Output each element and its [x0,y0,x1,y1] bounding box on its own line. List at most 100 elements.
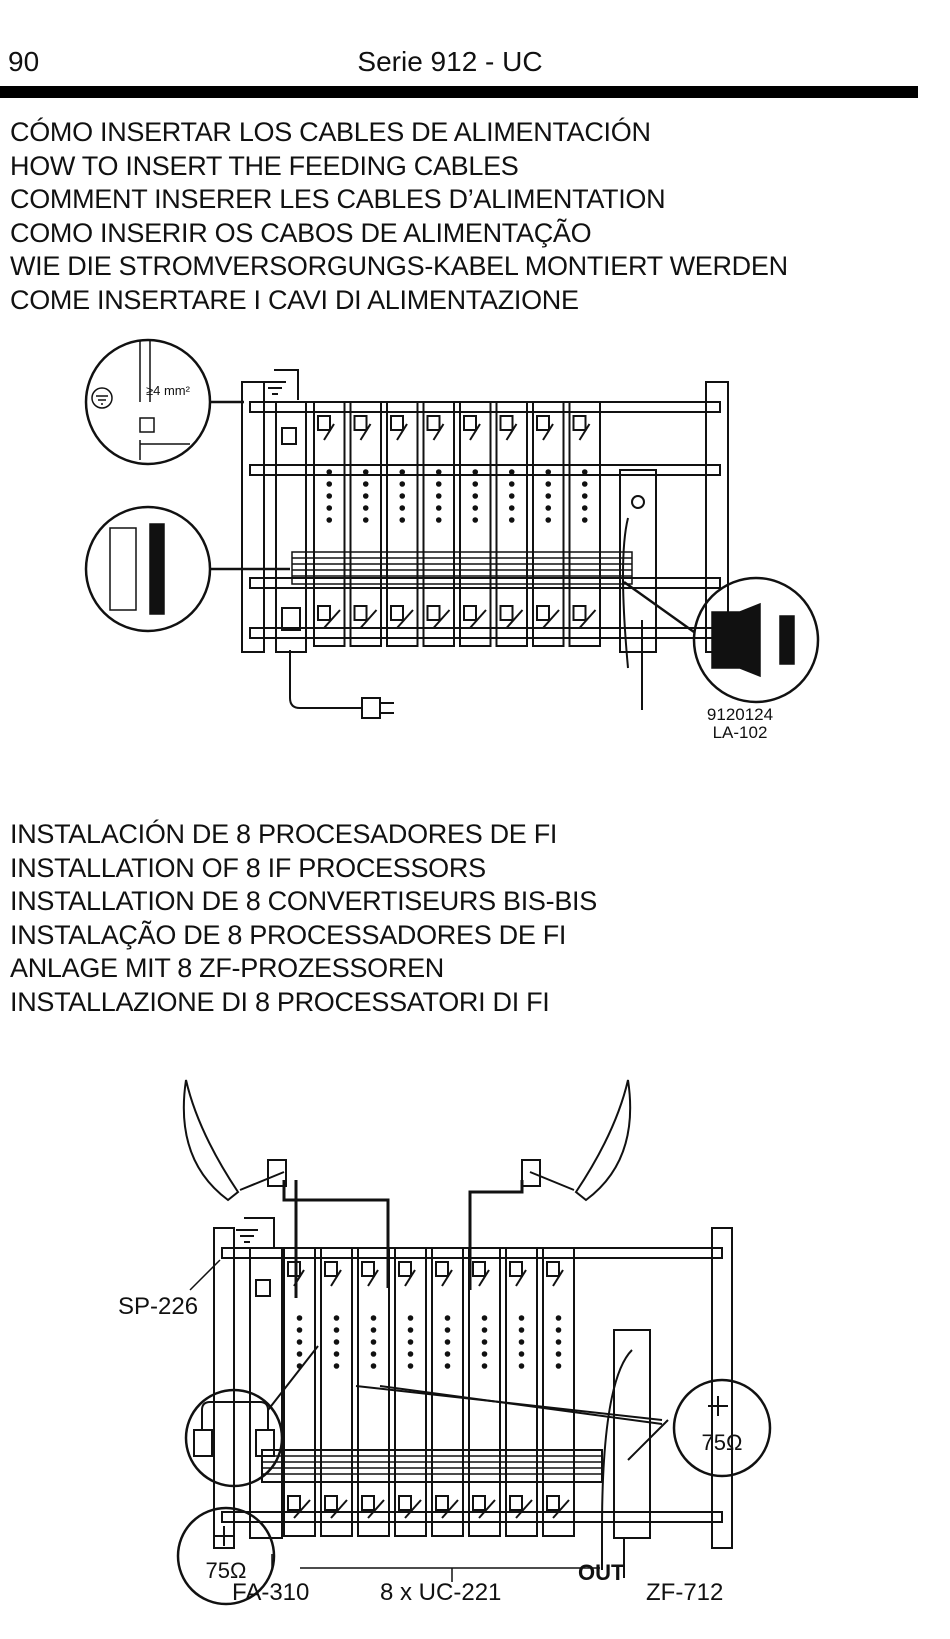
module-led [555,1327,562,1333]
module-jumper [323,423,335,441]
module-jumper [396,423,408,441]
module-jumper [578,609,597,629]
module-connector [361,1495,375,1511]
ground-label: ≥4 mm² [146,383,191,398]
module-outline [422,401,455,647]
module-connector [426,605,441,621]
module-led [333,1339,340,1345]
series-title: Serie 912 - UC [357,46,543,77]
module-jumper [367,1499,385,1519]
module-connector [287,1495,301,1511]
module-led [435,469,442,475]
heading-en: HOW TO INSERT THE FEEDING CABLES [10,150,519,181]
module-jumper [515,1269,527,1287]
module-jumper [542,423,554,441]
module-led [581,493,588,499]
module-led [407,1339,414,1345]
module-jumper [323,609,341,629]
module-jumper [432,609,451,629]
module-led [472,517,479,523]
module-connector [499,415,514,431]
module-led [581,505,588,511]
module-led [399,481,406,487]
module-connector [426,415,441,431]
part-code: 9120124 [707,705,773,724]
module-connector [435,1261,449,1277]
module-led [481,1363,488,1369]
module-outline [357,1247,390,1537]
module-led [472,505,479,511]
module-jumper [478,1269,490,1287]
module-jumper [330,1499,348,1519]
module-connector [546,1261,560,1277]
module-led [333,1351,340,1357]
module-led [399,493,406,499]
module-led [444,1351,451,1357]
module-led [545,517,552,523]
module-jumper [505,423,518,441]
sp-226-label: SP-226 [118,1293,198,1320]
module-led [296,1339,303,1345]
module-outline [394,1247,427,1537]
module-led [370,1351,377,1357]
module-led [362,469,369,475]
module-led [472,469,479,475]
module-jumper [432,423,445,441]
module-led [545,505,552,511]
module-outline [505,1247,538,1537]
fa-310-label: FA-310 [232,1579,309,1606]
module-connector [353,605,368,621]
module-led [296,1327,303,1333]
module-led [518,1327,525,1333]
module-led [326,493,333,499]
module-led [296,1315,303,1321]
module-led [508,481,515,487]
module-led [370,1339,377,1345]
module-led [444,1315,451,1321]
module-led [435,505,442,511]
module-outline [468,1247,501,1537]
module-led [518,1315,525,1321]
module-led [399,505,406,511]
module-led [326,469,333,475]
heading-pt: INSTALAÇÃO DE 8 PROCESSADORES DE FI [10,919,567,950]
module-connector [572,415,587,431]
module-led [333,1363,340,1369]
module-jumper [293,1499,311,1519]
module-led [333,1327,340,1333]
module-led [370,1315,377,1321]
module-outline [532,401,565,647]
module-outline [495,401,528,647]
out-label: OUT [578,1560,625,1585]
module-outline [431,1247,464,1537]
module-jumper [404,1269,416,1287]
heading-de: WIE DIE STROMVERSORGUNGS-KABEL MONTIERT … [10,251,788,282]
module-connector [472,1261,486,1277]
module-led [508,505,515,511]
module-connector [509,1261,523,1277]
module-outline [283,1247,316,1537]
module-connector [361,1261,375,1277]
module-led [518,1339,525,1345]
zf-712-label: ZF-712 [646,1579,723,1606]
module-led [296,1351,303,1357]
module-led [508,517,515,523]
module-led [407,1327,414,1333]
module-led [481,1351,488,1357]
module-led [399,517,406,523]
module-jumper [469,609,487,629]
module-outline [459,401,492,647]
module-led [555,1339,562,1345]
module-connector [398,1495,412,1511]
module-led [555,1315,562,1321]
module-led [362,493,369,499]
module-jumper [359,609,378,629]
module-led [508,493,515,499]
module-led [326,505,333,511]
module-led [555,1351,562,1357]
module-outline [568,401,601,647]
heading-fr: INSTALLATION DE 8 CONVERTISEURS BIS-BIS [10,886,597,917]
uc-221-label: 8 x UC-221 [380,1579,501,1606]
module-led [472,481,479,487]
module-jumper [515,1499,533,1519]
